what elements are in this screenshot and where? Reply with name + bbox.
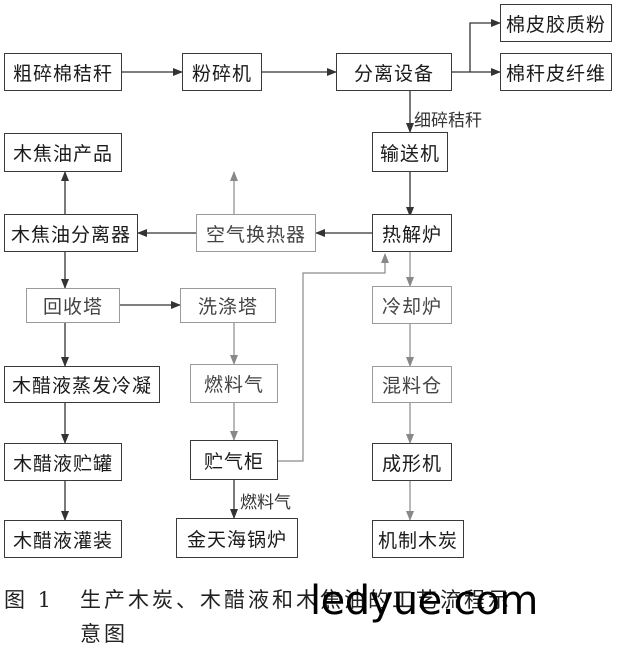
node-mujiao-separator: 木焦油分离器 [4,214,138,252]
label-ranliaoqi: 燃料气 [240,493,291,513]
node-guolu: 金天海锅炉 [176,518,298,558]
label-xisui: 细碎秸秆 [414,111,482,131]
caption-line1: 生产木炭、木醋液和木焦油的工艺流程示 [80,588,512,612]
caption-number: 图 1 [4,588,55,612]
edge-fenli-mianpi [469,19,501,72]
watermark: ledyue.com [310,578,538,624]
node-mujiao-product: 木焦油产品 [4,133,122,172]
node-ranliao: 燃料气 [190,364,278,403]
caption-line2: 意图 [80,622,128,646]
node-lengque: 冷却炉 [372,286,452,324]
node-cucui: 粗碎棉秸秆 [4,53,122,91]
node-mianpi: 棉皮胶质粉 [500,4,612,42]
node-jizhi: 机制木炭 [372,520,464,558]
node-rejie: 热解炉 [372,214,452,252]
node-fenli: 分离设备 [336,53,452,91]
node-hunliao: 混料仓 [372,366,452,403]
node-miangan: 棉秆皮纤维 [500,53,612,91]
edge-zhuqi-rejie [278,253,389,462]
node-fensui: 粉碎机 [182,53,262,91]
node-zhuqi: 贮气柜 [190,440,278,480]
node-xidi: 洗涤塔 [180,288,276,323]
node-huishou: 回收塔 [26,288,120,323]
node-chengxing: 成形机 [372,443,452,481]
node-zhuguan: 木醋液贮罐 [4,443,122,481]
node-shusong: 输送机 [372,132,448,172]
node-guanzhuang: 木醋液灌装 [4,520,122,558]
node-zhengfa: 木醋液蒸发冷凝 [4,366,160,403]
node-kongqi: 空气换热器 [196,214,316,252]
